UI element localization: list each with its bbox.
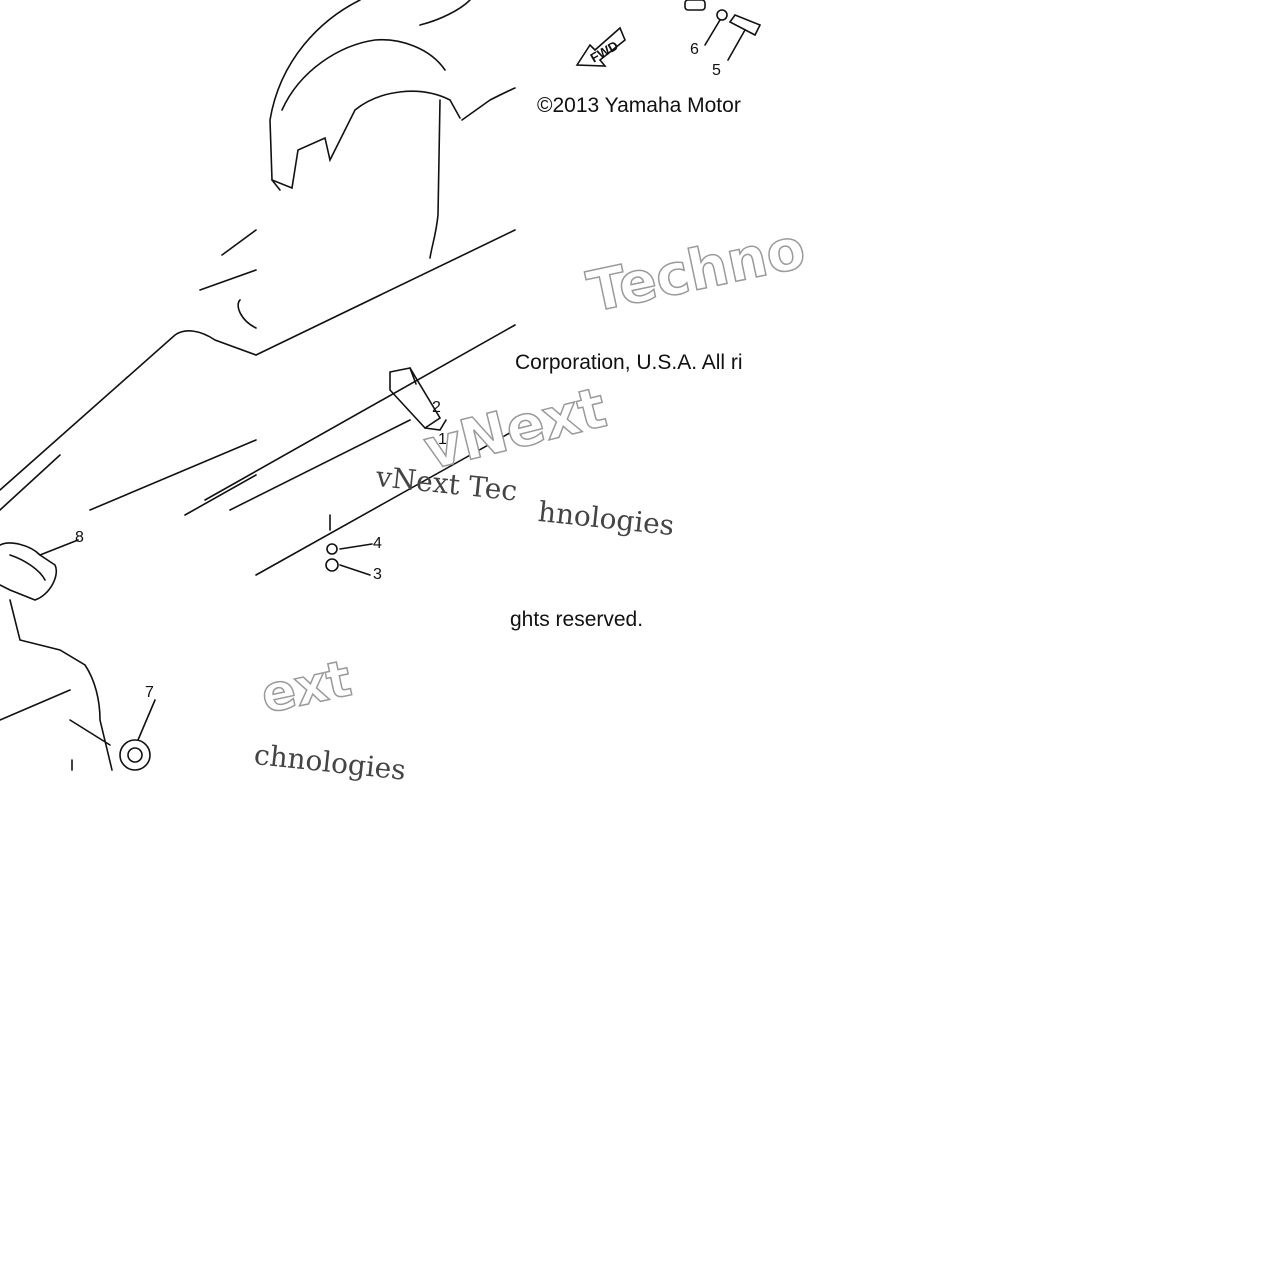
callout-3: 3: [373, 566, 382, 583]
callout-2: 2: [432, 399, 441, 416]
callout-1: 1: [438, 431, 447, 448]
fwd-label: FWD: [588, 38, 621, 66]
callout-5: 5: [712, 62, 721, 79]
overlay-tile-bottom: [0, 772, 1285, 1285]
copyright-part2: Corporation, U.S.A. All ri: [515, 351, 743, 374]
callout-6: 6: [690, 41, 699, 58]
copyright-part3: ghts reserved.: [510, 608, 644, 631]
callout-4: 4: [373, 535, 382, 552]
callout-8: 8: [75, 529, 84, 546]
callout-7: 7: [145, 684, 154, 701]
copyright-part1: ©2013 Yamaha Motor: [537, 94, 741, 117]
